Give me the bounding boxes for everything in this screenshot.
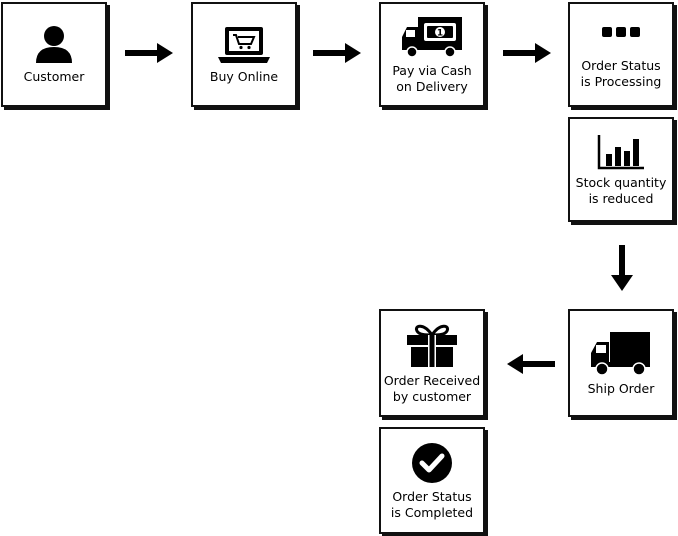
node-order-status-processing: Order Status is Processing [568, 2, 674, 107]
gift-icon [407, 324, 457, 367]
bar-chart-icon [597, 134, 644, 169]
node-order-processing-label: Order Status is Processing [580, 57, 662, 89]
node-stock-label: Stock quantity is reduced [575, 174, 667, 206]
laptop-cart-icon [218, 26, 270, 63]
arrow-right-3 [503, 43, 551, 63]
check-circle-icon [412, 442, 452, 483]
node-pay-cash-on-delivery: 1 Pay via Cash on Delivery [379, 2, 485, 107]
ellipsis-icon [602, 26, 640, 37]
node-received-label: Order Received by customer [383, 373, 481, 404]
node-stock-reduced: Stock quantity is reduced [568, 117, 674, 222]
user-icon [36, 25, 72, 63]
truck-icon [591, 332, 650, 376]
node-customer: Customer [1, 2, 107, 107]
node-ship-label: Ship Order [587, 381, 655, 396]
node-customer-label: Customer [23, 68, 85, 84]
node-pay-label: Pay via Cash on Delivery [392, 62, 472, 94]
node-order-received: Order Received by customer [379, 309, 485, 417]
node-completed-label: Order Status is Completed [390, 488, 474, 520]
arrow-right-1 [125, 43, 173, 63]
coin-label: 1 [437, 28, 443, 38]
arrow-down [611, 245, 633, 291]
node-buy-online: Buy Online [191, 2, 297, 107]
arrow-right-2 [313, 43, 361, 63]
arrow-left [507, 354, 555, 374]
delivery-truck-cash-icon: 1 [402, 16, 462, 58]
node-ship-order: Ship Order [568, 309, 674, 417]
node-order-completed: Order Status is Completed [379, 427, 485, 534]
node-buy-online-label: Buy Online [209, 68, 279, 84]
